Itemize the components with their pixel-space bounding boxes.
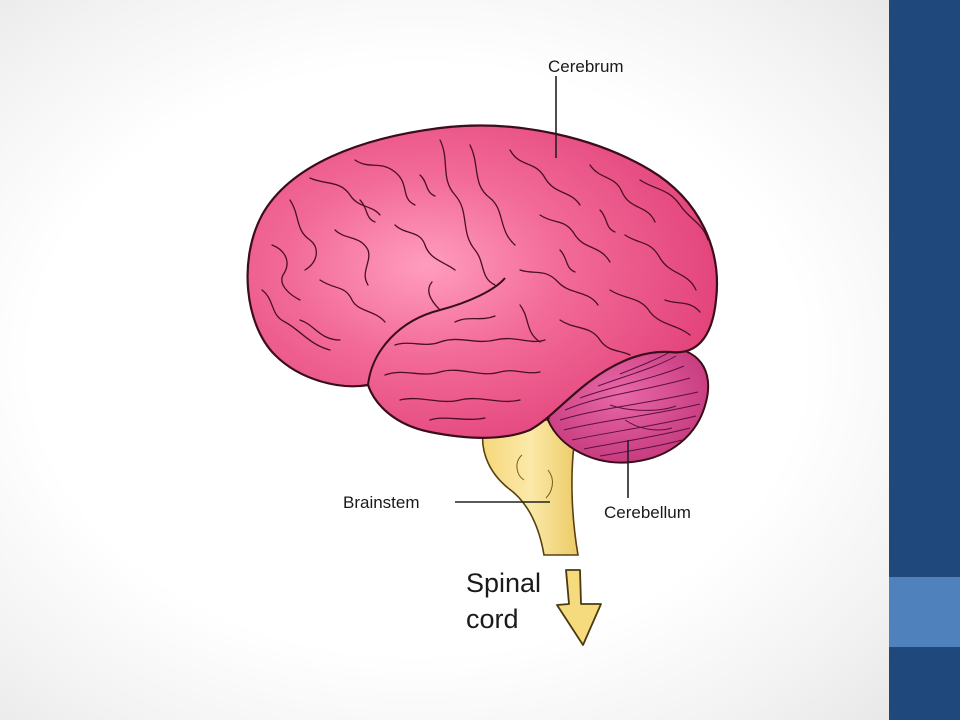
cerebrum [246,124,718,439]
brain-diagram: Cerebrum Brainstem Cerebellum Spinal cor… [246,57,718,646]
leader-lines [455,76,629,503]
sidebar-accent-block [889,577,960,647]
label-cerebrum: Cerebrum [548,57,624,76]
spinal-cord-arrow [556,569,602,646]
label-cord: cord [466,604,519,634]
label-spinal: Spinal [466,568,541,598]
label-cerebellum: Cerebellum [604,503,691,522]
label-brainstem: Brainstem [343,493,420,512]
